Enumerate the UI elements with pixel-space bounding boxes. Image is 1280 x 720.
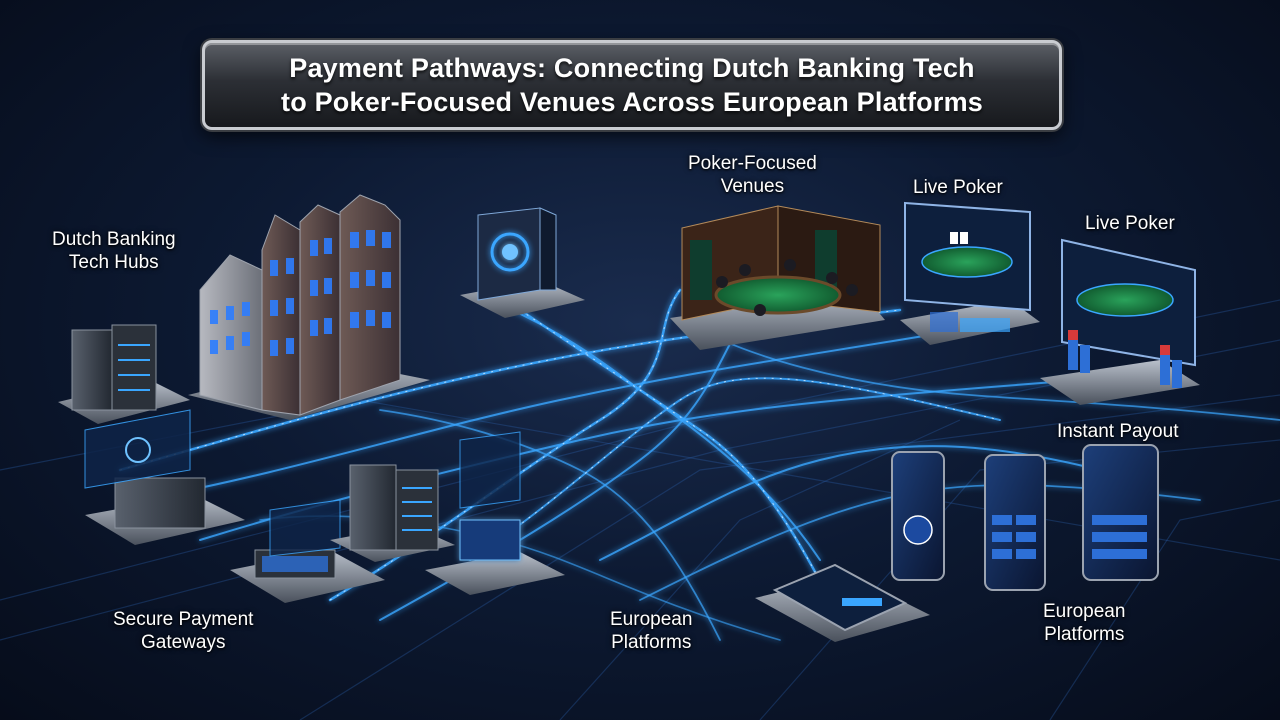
live-poker-screen-2 — [1040, 238, 1200, 405]
data-stream-highlights — [119, 289, 1001, 621]
title-line-2: to Poker-Focused Venues Across European … — [281, 87, 983, 117]
canal-houses — [188, 194, 430, 420]
label-instant-payout: Instant Payout — [1057, 421, 1179, 442]
label-live-poker-1: Live Poker — [913, 177, 1003, 198]
gateway-hardware — [84, 409, 565, 603]
left-server-stack — [58, 324, 190, 424]
live-poker-screen-1 — [900, 201, 1040, 345]
title-line-1: Payment Pathways: Connecting Dutch Banki… — [289, 53, 975, 83]
mobile-devices — [755, 444, 1159, 642]
label-live-poker-2: Live Poker — [1085, 213, 1175, 234]
title-banner: Payment Pathways: Connecting Dutch Banki… — [202, 40, 1062, 130]
poker-venue-room — [670, 205, 885, 350]
vault-cube — [460, 207, 585, 318]
